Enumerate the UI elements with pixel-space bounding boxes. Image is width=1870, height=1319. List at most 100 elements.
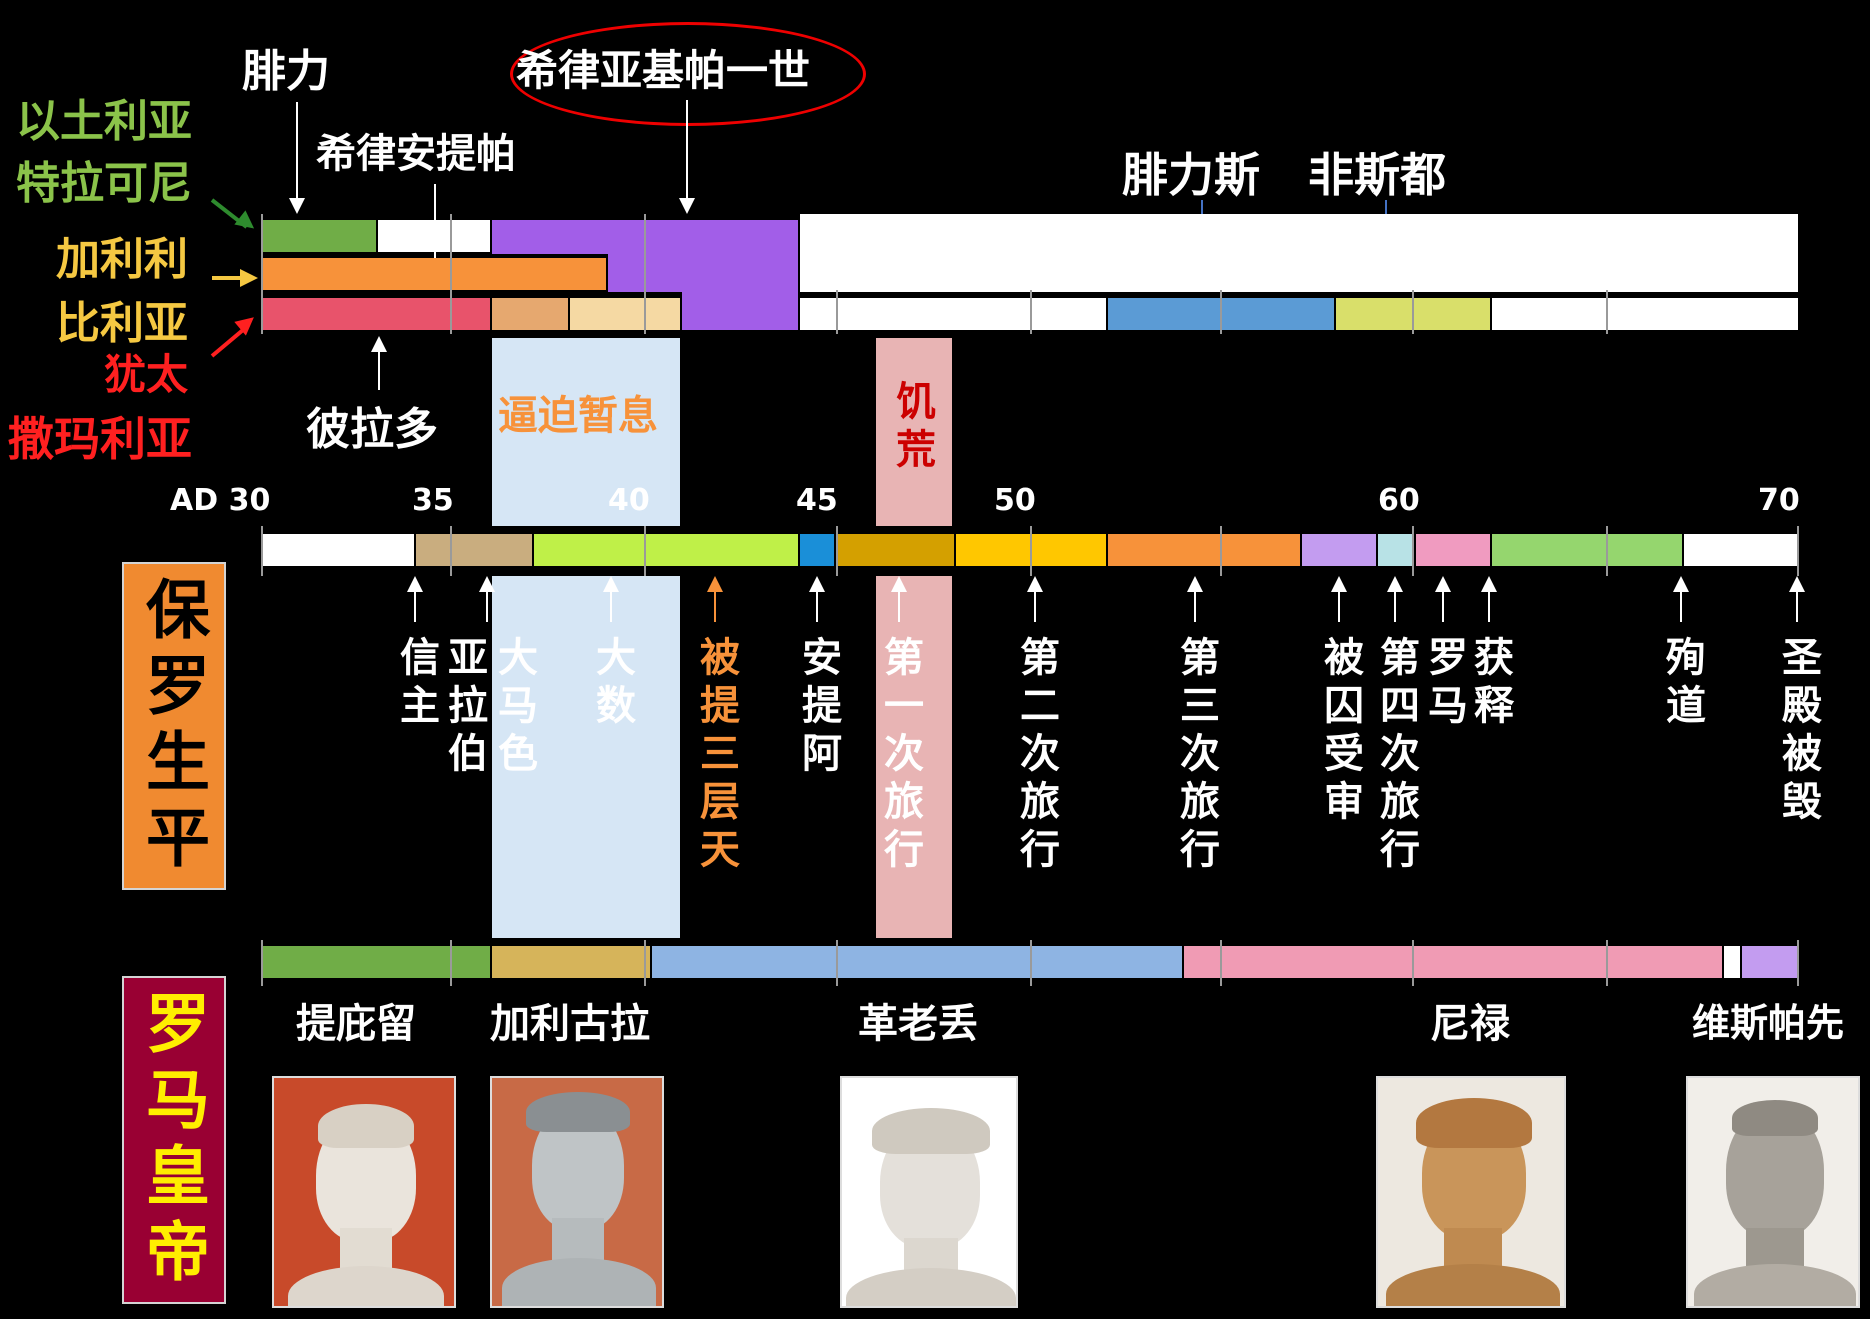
ruler-label-herod-antipas: 希律安提帕 [316, 131, 516, 177]
paul-event-released: 获释 [1467, 636, 1513, 732]
arrow-imprisoned [1331, 576, 1347, 622]
bar-felix-white [800, 214, 1798, 292]
grid-line-40c [644, 940, 646, 986]
grid-line-65c [1606, 940, 1608, 986]
emperor-seg-vespasian [1742, 946, 1798, 978]
grid-line-55 [1220, 290, 1222, 334]
emperor-title: 罗马皇帝 [135, 990, 209, 1294]
bar-pilate [262, 298, 490, 330]
paul-event-journey-3: 第三次旅行 [1173, 636, 1219, 876]
ruler-label-feili: 腓力 [242, 46, 330, 97]
arrow-journey-2 [1027, 576, 1043, 622]
grid-line-60 [1412, 290, 1414, 334]
event-respite-label: 逼迫暂息 [498, 393, 658, 439]
emperor-name-claudius: 革老丢 [858, 1001, 978, 1047]
band-respite-top [492, 338, 680, 526]
ruler-label-pilate: 彼拉多 [306, 404, 438, 455]
bar-herod-agrippa-mid [608, 252, 798, 292]
paul-event-rome: 罗马 [1421, 636, 1467, 732]
grid-line-60b [1412, 526, 1414, 576]
region-perea: 比利亚 [56, 298, 188, 349]
paul-seg-tan [416, 534, 532, 566]
portrait-claudius [840, 1076, 1018, 1308]
grid-line-45c [836, 940, 838, 986]
grid-line-55c [1220, 940, 1222, 986]
region-ituraea: 以土利亚 [16, 96, 192, 147]
portrait-tiberius [272, 1076, 456, 1308]
grid-line-30c [261, 940, 263, 986]
bar-row3-white-a [800, 298, 1106, 330]
grid-line-35c [450, 940, 452, 986]
arrow-arabia [479, 576, 495, 622]
grid-line-70c [1797, 940, 1799, 986]
axis-tick-35: 35 [412, 483, 454, 518]
axis-tick-70: 70 [1758, 483, 1800, 518]
paul-seg-lavender [1302, 534, 1376, 566]
emperor-name-caligula: 加利古拉 [490, 1001, 650, 1047]
yellow-arrowhead [240, 269, 258, 287]
paul-event-damascus: 大马色 [491, 636, 537, 780]
bar-feili [262, 220, 376, 252]
grid-line-50c [1030, 940, 1032, 986]
paul-event-journey-1: 第一次旅行 [877, 636, 923, 876]
emperor-seg-gap [1724, 946, 1740, 978]
arrow-released [1481, 576, 1497, 622]
paul-event-imprisoned: 被囚受审 [1317, 636, 1363, 828]
emperor-seg-nero [1184, 946, 1722, 978]
grid-line-65b [1606, 526, 1608, 576]
arrow-journey-1 [891, 576, 907, 622]
arrow-antioch [809, 576, 825, 622]
green-arrowhead [234, 210, 260, 236]
axis-tick-30: AD 30 [170, 483, 271, 518]
arrow-herod-agrippa [679, 100, 695, 214]
arrow-journey-4 [1387, 576, 1403, 622]
region-trachonitis: 特拉可尼 [16, 158, 192, 209]
arrow-journey-3 [1187, 576, 1203, 622]
paul-seg-orange [1108, 534, 1300, 566]
paul-title: 保罗生平 [135, 576, 209, 880]
portrait-caligula [490, 1076, 664, 1308]
grid-line-65 [1606, 290, 1608, 334]
portrait-vespasian [1686, 1076, 1860, 1308]
emperor-seg-caligula [492, 946, 650, 978]
grid-line-55b [1220, 526, 1222, 576]
paul-seg-lime [534, 534, 798, 566]
arrow-martyrdom [1673, 576, 1689, 622]
grid-line-40b [644, 526, 646, 576]
arrow-temple [1789, 576, 1805, 622]
grid-line-50b [1030, 526, 1032, 576]
region-samaria: 撒玛利亚 [8, 412, 192, 466]
paul-event-journey-2: 第二次旅行 [1013, 636, 1059, 876]
region-judea: 犹太 [104, 350, 189, 399]
paul-event-arabia: 亚拉伯 [441, 636, 487, 780]
bar-herod-agrippa-low [682, 290, 798, 330]
region-galilee: 加利利 [56, 234, 188, 285]
yellow-arrow-icon [212, 276, 242, 280]
arrow-conversion [407, 576, 423, 622]
bar-row3-white-b [1492, 298, 1798, 330]
band-famine-top [876, 338, 952, 526]
emperor-name-vespasian: 维斯帕先 [1692, 1001, 1845, 1045]
paul-seg-white-2 [1684, 534, 1798, 566]
paul-title-box [122, 562, 226, 890]
grid-line-70 [1797, 526, 1799, 576]
axis-tick-40: 40 [608, 483, 650, 518]
emperor-seg-claudius [652, 946, 1182, 978]
paul-seg-gold [836, 534, 954, 566]
paul-seg-white-1 [262, 534, 414, 566]
paul-event-temple-destroyed: 圣殿被毁 [1775, 636, 1821, 828]
axis-tick-45: 45 [796, 483, 838, 518]
axis-tick-60: 60 [1378, 483, 1420, 518]
grid-line-30b [261, 526, 263, 576]
arrow-rome [1435, 576, 1451, 622]
paul-event-journey-4: 第四次旅行 [1373, 636, 1419, 876]
grid-line-45b [836, 526, 838, 576]
grid-line-40 [644, 214, 646, 334]
emperor-title-box [122, 976, 226, 1304]
paul-event-antioch: 安提阿 [795, 636, 841, 780]
grid-line-30 [261, 214, 263, 334]
arrow-feili [289, 102, 305, 214]
bar-herod-antipas [262, 258, 606, 290]
paul-seg-teal [1378, 534, 1414, 566]
